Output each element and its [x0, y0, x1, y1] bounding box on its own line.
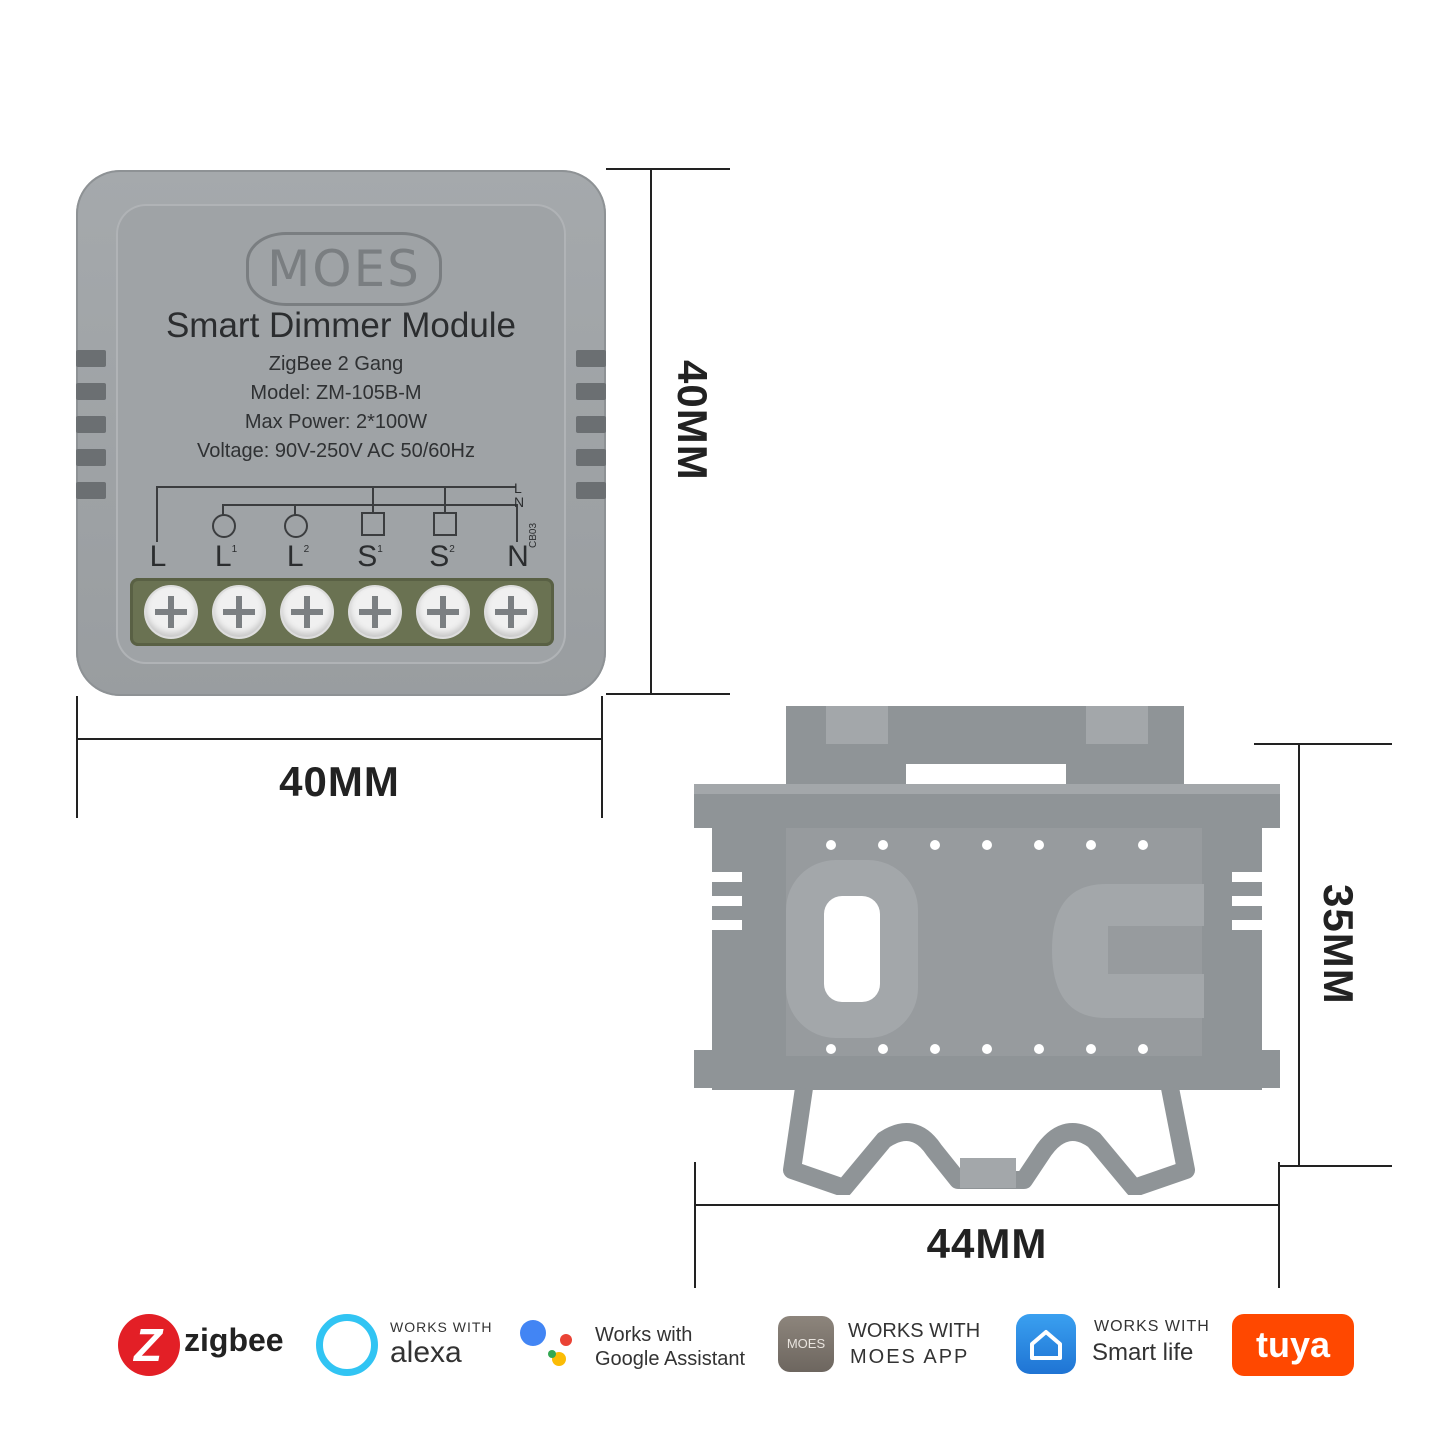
- bracket-hole: [878, 1044, 888, 1054]
- tuya-logo-text: tuya: [1255, 1324, 1331, 1365]
- vent-left-2: [76, 383, 106, 400]
- module-width-line: [76, 738, 603, 740]
- wire-l-bus: [156, 486, 516, 488]
- bracket-height-line: [1298, 743, 1300, 1167]
- module-height-line: [650, 168, 652, 695]
- dim-tick-left: [694, 1162, 696, 1288]
- terminal-label-s2: S2: [429, 540, 455, 573]
- terminal-label-l2: L2: [286, 540, 310, 573]
- home-icon: [1030, 1330, 1062, 1360]
- bracket-hole: [1034, 840, 1044, 850]
- moes-app-label: MOES APP: [850, 1346, 970, 1368]
- mounting-bracket: [694, 700, 1280, 1197]
- terminal-screw: [214, 587, 264, 637]
- bracket-drawing: [694, 706, 1280, 1197]
- dim-tick-top: [606, 168, 730, 170]
- zigbee-logo-text: zigbee: [184, 1322, 284, 1358]
- dim-tick-right: [1278, 1162, 1280, 1288]
- terminal-label-s1: S1: [357, 540, 383, 573]
- wire-l-drop: [156, 486, 158, 542]
- alexa-icon: [316, 1314, 378, 1376]
- vent-left-5: [76, 482, 106, 499]
- tuya-logo: tuya: [1232, 1314, 1354, 1376]
- terminal-screw: [282, 587, 332, 637]
- terminal-screw: [418, 587, 468, 637]
- bracket-hole: [826, 1044, 836, 1054]
- bracket-hole: [1086, 840, 1096, 850]
- brand-emboss-oval: [246, 232, 442, 306]
- google-dot-green: [548, 1350, 556, 1358]
- switch-2-icon: [433, 512, 457, 536]
- dim-tick-right: [601, 696, 603, 818]
- terminal-screw: [350, 587, 400, 637]
- dimmer-module: MOES Smart Dimmer Module ZigBee 2 Gang M…: [76, 170, 606, 696]
- terminal-screw: [486, 587, 536, 637]
- vent-right-1: [576, 350, 606, 367]
- google-assistant-label: Google Assistant: [595, 1348, 746, 1370]
- bracket-hole: [982, 840, 992, 850]
- bracket-hole: [930, 1044, 940, 1054]
- module-power: Max Power: 2*100W: [244, 411, 428, 433]
- module-width-label: 40MM: [279, 758, 400, 805]
- dim-tick-top: [1254, 743, 1392, 745]
- dim-tick-bottom: [606, 693, 730, 695]
- vent-right-5: [576, 482, 606, 499]
- line-n-marker: N: [514, 494, 525, 510]
- smart-life-label: Smart life: [1092, 1339, 1194, 1366]
- smart-life-works-with: WORKS WITH: [1094, 1318, 1210, 1335]
- moes-works-with: WORKS WITH: [848, 1320, 981, 1342]
- lamp-1-icon: [212, 514, 236, 538]
- terminal-screw: [146, 587, 196, 637]
- wire-s2-drop: [444, 486, 446, 512]
- wire-l1-drop: [222, 504, 224, 516]
- bracket-hole: [1138, 840, 1148, 850]
- line-l-marker: L: [514, 480, 522, 496]
- bracket-hole: [930, 840, 940, 850]
- terminal-label-l: L: [149, 540, 167, 573]
- brand-logo: MOES: [267, 240, 421, 298]
- module-model: Model: ZM-105B-M: [250, 382, 422, 404]
- vent-left-3: [76, 416, 106, 433]
- vent-right-3: [576, 416, 606, 433]
- zigbee-icon: Z: [118, 1314, 180, 1376]
- google-works-with: Works with: [595, 1324, 693, 1346]
- wire-s1-drop: [372, 486, 374, 512]
- terminal-label-l1: L1: [214, 540, 238, 573]
- module-code: CB03: [528, 522, 539, 548]
- terminal-block: [130, 578, 554, 646]
- bracket-hole: [982, 1044, 992, 1054]
- vent-right-4: [576, 449, 606, 466]
- lamp-2-icon: [284, 514, 308, 538]
- vent-right-2: [576, 383, 606, 400]
- bracket-height-label: 35MM: [1315, 884, 1362, 1005]
- alexa-label: alexa: [390, 1336, 462, 1369]
- alexa-works-with: WORKS WITH: [390, 1319, 493, 1335]
- dim-tick-bottom: [1280, 1165, 1392, 1167]
- switch-1-icon: [361, 512, 385, 536]
- module-title: Smart Dimmer Module: [165, 306, 517, 345]
- module-subtitle: ZigBee 2 Gang: [268, 353, 404, 375]
- moes-app-icon: MOES: [778, 1316, 834, 1372]
- google-assistant-icon: [520, 1320, 546, 1346]
- vent-left-4: [76, 449, 106, 466]
- bracket-hole: [878, 840, 888, 850]
- wire-n-bus: [222, 504, 516, 506]
- bracket-hole: [1034, 1044, 1044, 1054]
- wire-n-drop: [516, 504, 518, 542]
- bracket-hole: [1138, 1044, 1148, 1054]
- dim-tick-left: [76, 696, 78, 818]
- bracket-hole: [826, 840, 836, 850]
- terminal-label-n: N: [507, 540, 529, 573]
- module-voltage: Voltage: 90V-250V AC 50/60Hz: [197, 440, 475, 462]
- google-dot-red: [560, 1334, 572, 1346]
- bracket-width-line: [694, 1204, 1280, 1206]
- module-height-label: 40MM: [669, 360, 716, 481]
- bracket-hole: [1086, 1044, 1096, 1054]
- smart-life-icon: [1016, 1314, 1076, 1374]
- vent-left-1: [76, 350, 106, 367]
- wire-l2-drop: [294, 504, 296, 516]
- bracket-width-label: 44MM: [926, 1220, 1048, 1267]
